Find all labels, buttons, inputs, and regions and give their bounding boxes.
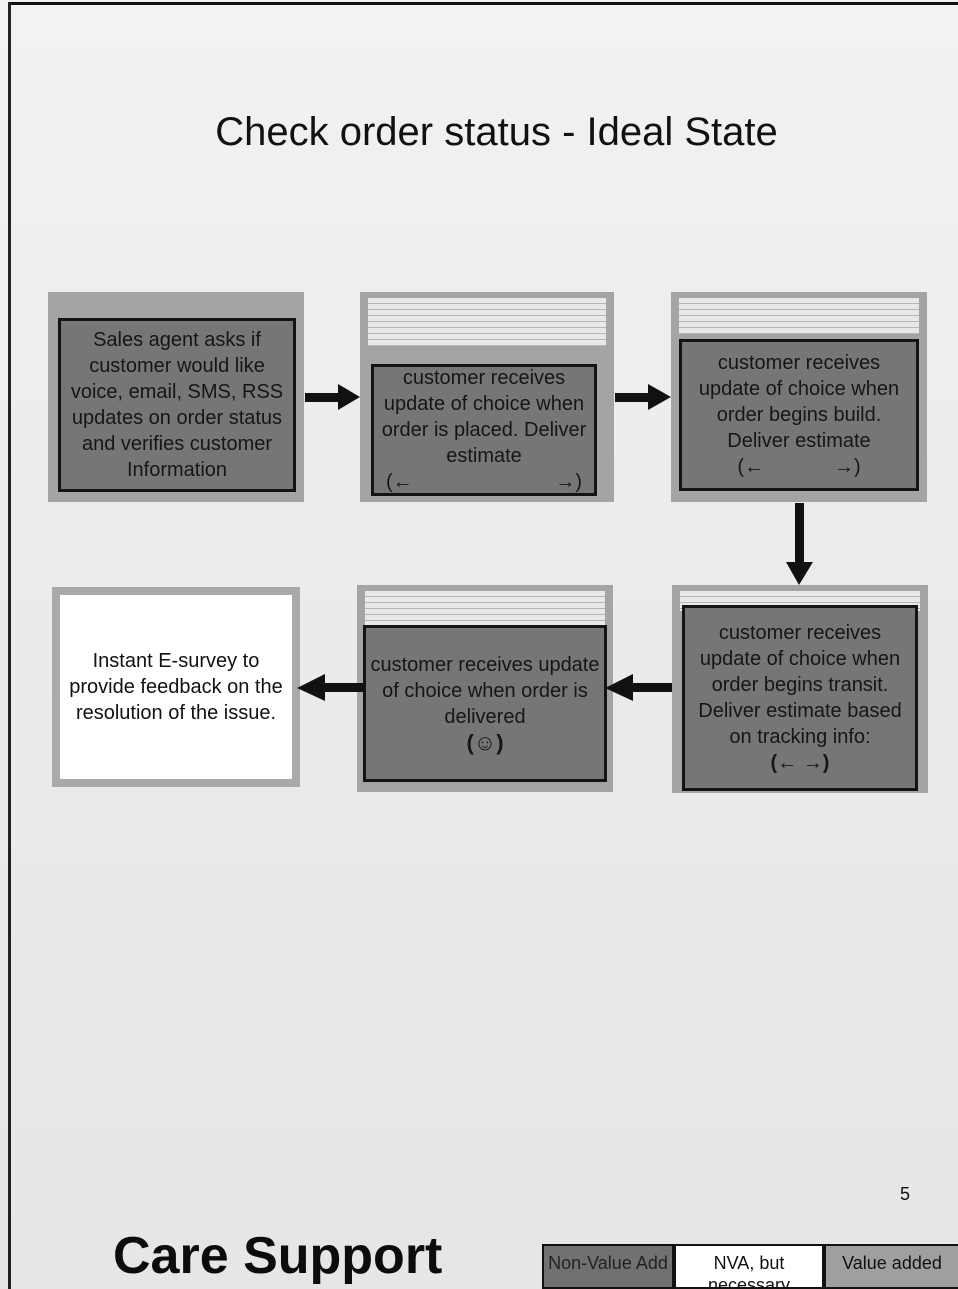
arrow-left-1 (605, 674, 672, 701)
legend: Non-Value Add NVA, but necessary Value a… (542, 1244, 958, 1289)
slide-border-top (8, 2, 958, 5)
legend-non-value-add: Non-Value Add (542, 1244, 674, 1289)
step-text-6: Instant E-survey to provide feedback on … (69, 650, 283, 724)
arrow-left-label: (← (737, 456, 764, 478)
arrow-right-label: →) (555, 471, 582, 493)
step-text-3: customer receives update of choice when … (698, 352, 900, 452)
step-card-5: customer receives update of choice when … (357, 585, 613, 792)
smiley-icon: (☺) (466, 729, 504, 755)
screenshot-thumbnail (368, 298, 606, 346)
screenshot-thumbnail (679, 298, 919, 334)
page-number: 5 (900, 1184, 911, 1204)
step-box-6: Instant E-survey to provide feedback on … (60, 595, 292, 779)
arrow-right-label: →) (834, 456, 861, 478)
step-text-1: Sales agent asks if customer would like … (70, 329, 284, 481)
arrow-left-2 (297, 674, 364, 701)
step-box-2: customer receives update of choice when … (371, 364, 597, 496)
estimate-arrows: (← →) (686, 454, 912, 480)
arrow-right-1 (305, 384, 360, 410)
slide-border-left (8, 2, 11, 1289)
estimate-arrows: (← →) (378, 469, 590, 495)
step-text-4: customer receives update of choice when … (698, 622, 902, 748)
step-box-4: customer receives update of choice when … (682, 605, 918, 791)
step-box-3: customer receives update of choice when … (679, 339, 919, 491)
screenshot-thumbnail (365, 591, 605, 627)
arrow-right-2 (615, 384, 671, 410)
step-text-2: customer receives update of choice when … (381, 367, 587, 467)
step-card-2: customer receives update of choice when … (360, 292, 614, 502)
step-text-5: customer receives update of choice when … (370, 653, 600, 728)
step-box-5: customer receives update of choice when … (363, 625, 607, 782)
step-card-4: customer receives update of choice when … (672, 585, 928, 793)
brand-label: Care Support (113, 1227, 443, 1285)
estimate-arrows: (← →) (770, 752, 830, 774)
step-card-3: customer receives update of choice when … (671, 292, 927, 502)
step-card-1: Sales agent asks if customer would like … (48, 292, 304, 502)
step-card-6: Instant E-survey to provide feedback on … (52, 587, 300, 787)
legend-value-added: Value added (824, 1244, 958, 1289)
step-box-1: Sales agent asks if customer would like … (58, 318, 296, 492)
arrow-left-label: (← (386, 471, 413, 493)
slide-title: Check order status - Ideal State (215, 110, 778, 154)
arrow-down (786, 503, 813, 585)
legend-nva-necessary: NVA, but necessary (674, 1244, 824, 1289)
